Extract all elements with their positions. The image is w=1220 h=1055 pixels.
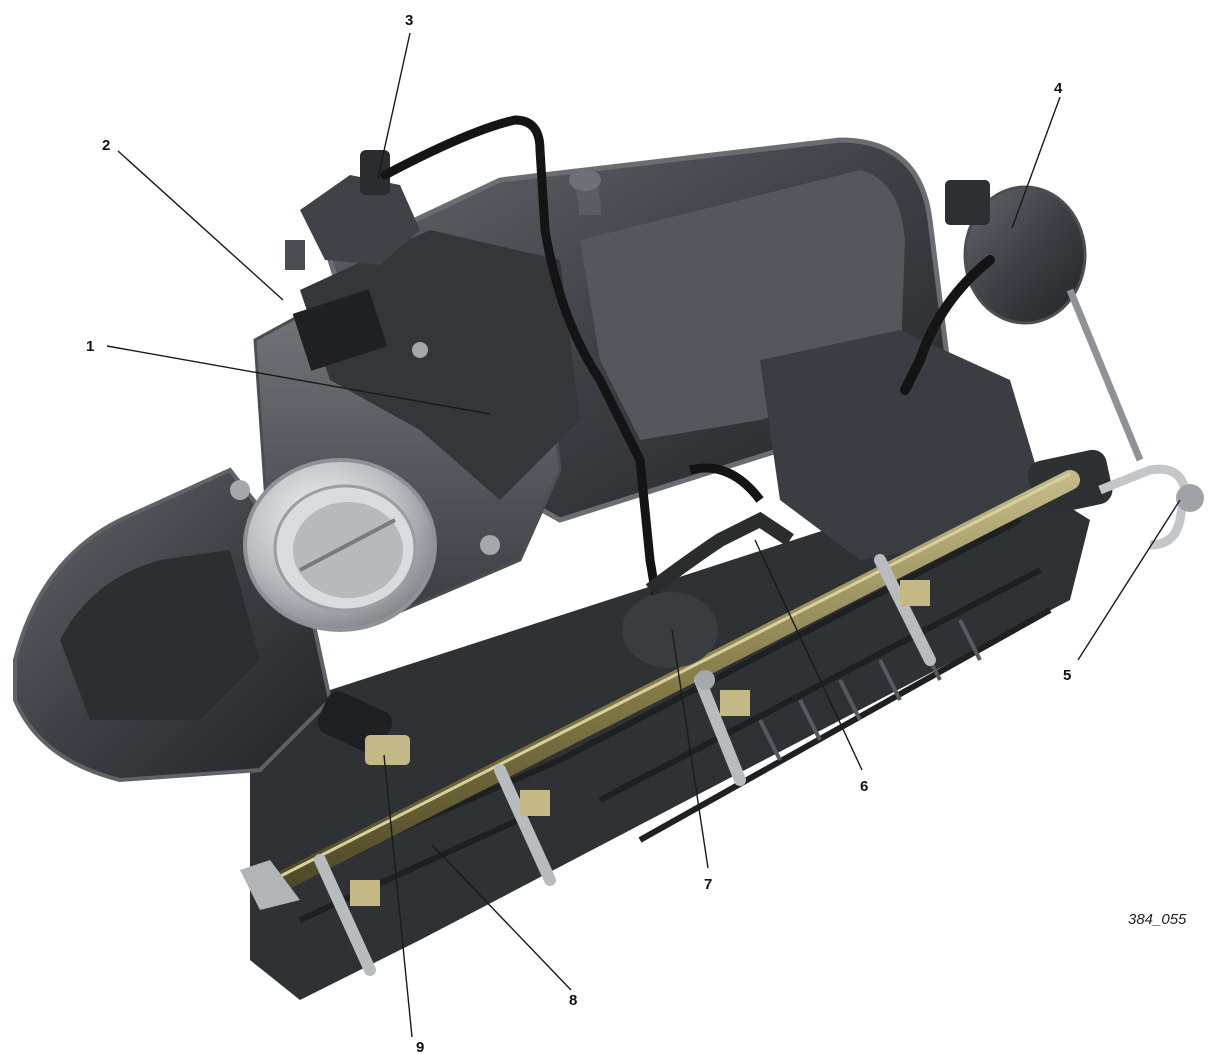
leader-line-8 — [431, 844, 572, 991]
fuel-sensor — [317, 691, 410, 765]
callout-2: 2 — [102, 137, 110, 154]
callout-8: 8 — [569, 992, 577, 1009]
callout-9: 9 — [416, 1039, 424, 1055]
callout-7: 7 — [704, 876, 712, 893]
throttle-body — [230, 230, 580, 632]
leader-line-6 — [754, 539, 863, 771]
callout-3: 3 — [405, 12, 413, 29]
regulator-valve — [622, 463, 794, 690]
vacuum-actuator — [900, 180, 1144, 462]
callout-5: 5 — [1063, 667, 1071, 684]
leader-line-4 — [1011, 96, 1061, 229]
pressure-sensor — [285, 150, 420, 270]
leader-line-1 — [106, 345, 491, 415]
figure-reference: 384_055 — [1128, 911, 1187, 928]
leader-line-7 — [671, 629, 709, 869]
intake-manifold-body — [13, 137, 1090, 1000]
leader-line-2 — [117, 150, 284, 301]
callout-6: 6 — [860, 778, 868, 795]
callout-labels: 1 2 3 4 5 6 7 8 9 — [86, 12, 1071, 1055]
leader-line-9 — [383, 754, 413, 1038]
leader-lines — [106, 32, 1181, 1038]
vacuum-hose — [380, 115, 665, 625]
leader-line-3 — [377, 32, 411, 179]
fuel-rail — [240, 470, 1080, 976]
leader-line-5 — [1077, 499, 1181, 661]
callout-1: 1 — [86, 338, 94, 355]
callout-4: 4 — [1054, 80, 1063, 97]
